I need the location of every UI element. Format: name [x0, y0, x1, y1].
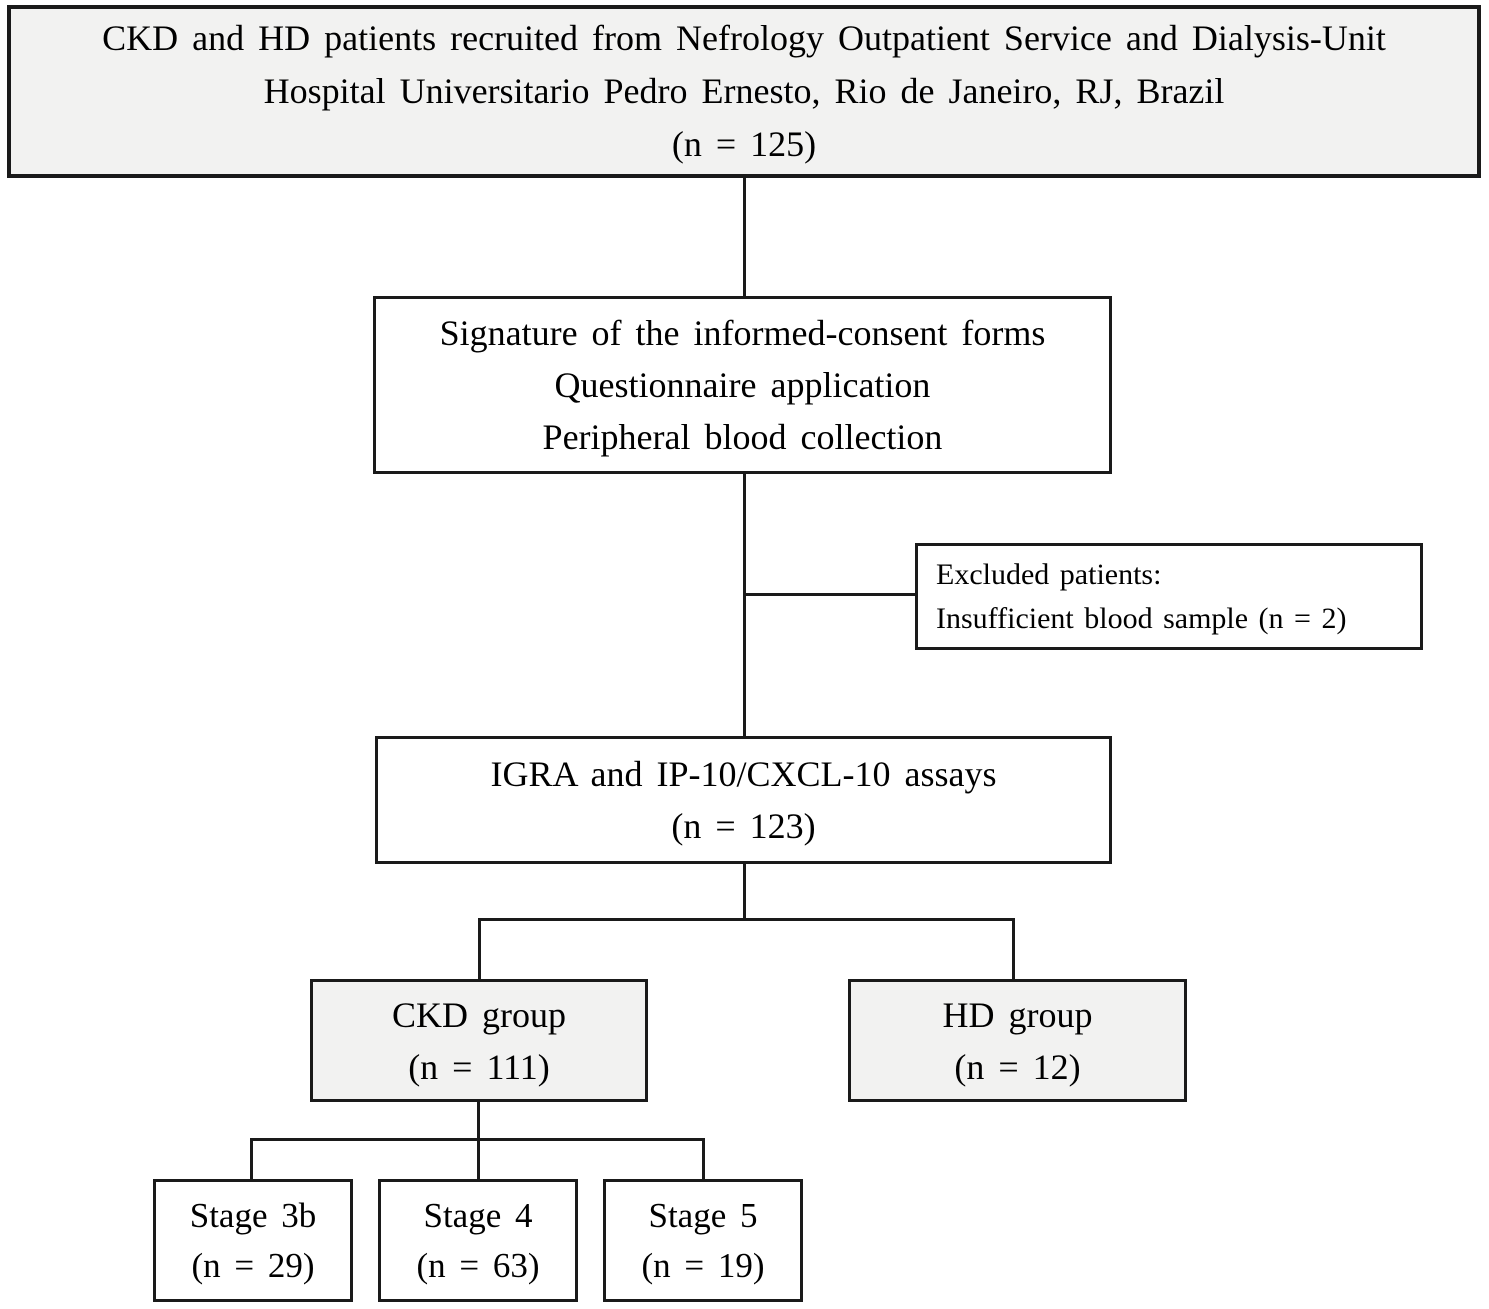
node-hd-group: HD group (n = 12)	[848, 979, 1187, 1102]
node-ckd-group-line-2: (n = 111)	[408, 1046, 550, 1087]
node-recruitment-line-1: CKD and HD patients recruited from Nefro…	[102, 18, 1386, 58]
connector-to-ckd-group	[478, 918, 481, 979]
connector-recruitment-to-procedures	[743, 178, 746, 296]
node-recruitment-line-3: (n = 125)	[671, 124, 817, 164]
node-hd-group-line-1: HD group	[942, 994, 1093, 1035]
node-procedures-line-3: Peripheral blood collection	[542, 417, 943, 457]
connector-to-hd-group	[1012, 918, 1015, 979]
connector-to-stage-5	[702, 1138, 705, 1179]
node-excluded-line-2: Insufficient blood sample (n = 2)	[936, 601, 1347, 635]
node-recruitment-line-2: Hospital Universitario Pedro Ernesto, Ri…	[263, 71, 1225, 111]
node-excluded-line-1: Excluded patients:	[936, 557, 1162, 591]
node-stage-3b-line-1: Stage 3b	[189, 1195, 317, 1235]
node-stage-4-line-2: (n = 63)	[416, 1245, 540, 1285]
node-procedures-line-1: Signature of the informed-consent forms	[439, 313, 1046, 353]
connector-procedures-to-assays	[743, 474, 746, 736]
node-ckd-group: CKD group (n = 111)	[310, 979, 648, 1102]
connector-branch-to-excluded	[745, 593, 915, 596]
connector-group-split	[478, 918, 1015, 921]
node-assays-line-2: (n = 123)	[671, 806, 816, 846]
connector-to-stage-3b	[250, 1138, 253, 1179]
node-procedures: Signature of the informed-consent forms …	[373, 296, 1112, 474]
node-recruitment: CKD and HD patients recruited from Nefro…	[7, 5, 1481, 178]
node-stage-5-line-2: (n = 19)	[641, 1245, 765, 1285]
connector-assays-down	[743, 864, 746, 920]
node-stage-5-line-1: Stage 5	[648, 1195, 758, 1235]
node-stage-4-line-1: Stage 4	[423, 1195, 533, 1235]
node-assays-line-1: IGRA and IP-10/CXCL-10 assays	[490, 754, 997, 794]
node-ckd-group-line-1: CKD group	[392, 994, 566, 1035]
node-stage-3b-line-2: (n = 29)	[191, 1245, 315, 1285]
node-excluded-patients: Excluded patients: Insufficient blood sa…	[915, 543, 1423, 650]
node-hd-group-line-2: (n = 12)	[954, 1046, 1081, 1087]
connector-ckd-down	[477, 1102, 480, 1140]
node-stage-5: Stage 5 (n = 19)	[603, 1179, 803, 1302]
node-stage-3b: Stage 3b (n = 29)	[153, 1179, 353, 1302]
node-assays: IGRA and IP-10/CXCL-10 assays (n = 123)	[375, 736, 1112, 864]
connector-to-stage-4	[477, 1138, 480, 1179]
node-procedures-line-2: Questionnaire application	[554, 365, 931, 405]
node-stage-4: Stage 4 (n = 63)	[378, 1179, 578, 1302]
